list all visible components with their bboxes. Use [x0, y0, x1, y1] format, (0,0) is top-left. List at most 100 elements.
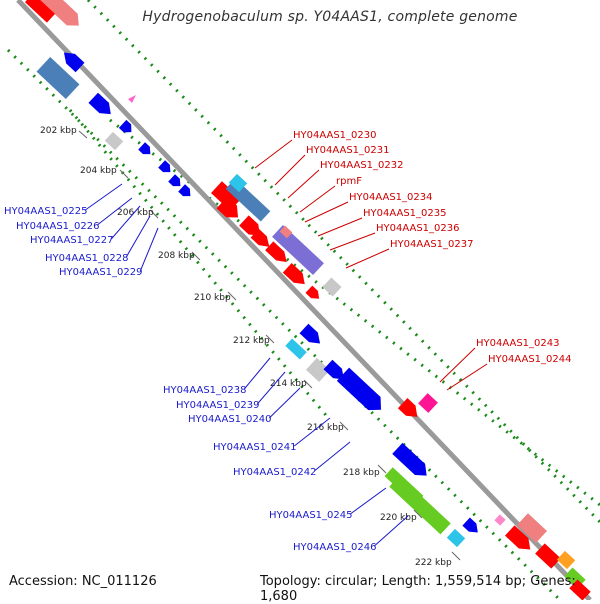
forward-feature-7	[239, 215, 261, 236]
forward-feature-16	[418, 393, 438, 413]
reverse-gene-label-9: HY04AAS1_0241	[213, 442, 296, 453]
forward-feature-20	[556, 550, 576, 570]
forward-feature-9	[265, 241, 287, 263]
reverse-feature-19	[462, 517, 478, 533]
tick-label-2: 204 kbp	[80, 166, 117, 176]
tick-mark-3	[149, 209, 159, 219]
forward-label-line-8	[345, 248, 390, 269]
reverse-gene-label-10: HY04AAS1_0242	[233, 467, 316, 478]
forward-feature-18	[517, 513, 547, 543]
reverse-gene-label-8: HY04AAS1_0240	[188, 414, 271, 425]
tick-mark-8	[339, 421, 349, 431]
forward-gene-label-8: HY04AAS1_0237	[390, 239, 473, 250]
reverse-feature-14	[336, 367, 382, 411]
tick-mark-2	[119, 169, 129, 179]
tick-label-1: 202 kbp	[40, 126, 77, 136]
forward-feature-2	[24, 0, 56, 23]
forward-feature-19	[535, 543, 561, 569]
reverse-gene-label-6: HY04AAS1_0238	[163, 385, 246, 396]
forward-gene-label-6: HY04AAS1_0235	[363, 208, 446, 219]
tick-label-11: 222 kbp	[415, 558, 452, 568]
forward-label-line-1	[254, 139, 293, 169]
tick-mark-11	[451, 551, 461, 561]
tick-label-6: 212 kbp	[233, 336, 270, 346]
reverse-feature-8	[168, 174, 181, 187]
tick-label-9: 218 kbp	[343, 468, 380, 478]
forward-gene-label-7: HY04AAS1_0236	[376, 223, 459, 234]
reverse-label-line-4	[125, 215, 151, 258]
forward-feature-6	[216, 196, 239, 218]
small-pink-marker	[128, 95, 136, 103]
tick-mark-9	[377, 464, 387, 474]
reverse-label-line-7	[256, 371, 286, 405]
reverse-feature-6	[138, 142, 151, 155]
forward-feature-12	[282, 263, 305, 285]
forward-feature-5	[228, 173, 248, 193]
forward-gene-label-10: HY04AAS1_0244	[488, 354, 571, 365]
reverse-label-line-6	[243, 357, 271, 390]
reverse-feature-1	[36, 57, 80, 99]
reverse-feature-13	[323, 359, 345, 380]
forward-feature-8	[250, 228, 270, 247]
reverse-feature-17	[384, 467, 424, 505]
tick-label-8: 216 kbp	[307, 423, 344, 433]
forward-gene-label-4: rpmF	[336, 176, 362, 187]
reverse-gene-label-2: HY04AAS1_0226	[16, 221, 99, 232]
tick-label-5: 210 kbp	[194, 293, 231, 303]
accession-text: Accession: NC_011126	[9, 574, 157, 589]
reverse-feature-9	[178, 184, 191, 197]
forward-feature-1	[39, 0, 79, 26]
reverse-label-line-12	[373, 515, 409, 547]
tick-label-7: 214 kbp	[270, 379, 307, 389]
forward-feature-13	[305, 285, 320, 299]
forward-gene-label-2: HY04AAS1_0231	[306, 145, 389, 156]
tick-mark-5	[227, 291, 237, 301]
reverse-label-line-9	[293, 417, 331, 447]
reverse-gene-label-11: HY04AAS1_0245	[269, 510, 352, 521]
forward-feature-15	[397, 398, 418, 417]
reverse-gene-label-4: HY04AAS1_0228	[45, 253, 128, 264]
forward-feature-22	[569, 579, 591, 601]
reverse-feature-7	[158, 160, 171, 173]
forward-label-line-7	[329, 232, 376, 251]
reverse-feature-2	[63, 52, 85, 73]
forward-feature-17	[504, 525, 531, 550]
reverse-gene-label-3: HY04AAS1_0227	[30, 235, 113, 246]
forward-feature-23	[494, 514, 506, 526]
outer-ring-dots-lower	[6, 48, 562, 602]
forward-gene-label-3: HY04AAS1_0232	[320, 160, 403, 171]
outer-ring-dots-upper	[86, 0, 600, 524]
reverse-feature-18	[446, 528, 466, 548]
forward-gene-label-1: HY04AAS1_0230	[293, 130, 376, 141]
reverse-feature-4	[104, 131, 124, 151]
tick-mark-1	[78, 130, 88, 139]
reverse-label-line-10	[313, 441, 351, 472]
tick-mark-7	[303, 379, 313, 389]
tick-label-4: 208 kbp	[158, 251, 195, 261]
tick-mark-4	[191, 251, 201, 261]
reverse-feature-10	[285, 338, 307, 360]
reverse-label-line-3	[110, 205, 141, 240]
forward-label-line-5	[304, 201, 349, 223]
forward-label-line-4	[299, 185, 336, 213]
tick-mark-6	[265, 334, 275, 344]
reverse-label-line-11	[350, 487, 387, 515]
forward-label-line-10	[446, 363, 488, 391]
forward-gene-label-9: HY04AAS1_0243	[476, 338, 559, 349]
forward-feature-14	[322, 277, 342, 297]
reverse-gene-label-12: HY04AAS1_0246	[293, 542, 376, 553]
reverse-gene-label-5: HY04AAS1_0229	[59, 267, 142, 278]
reverse-label-line-8	[268, 387, 301, 419]
reverse-gene-label-7: HY04AAS1_0239	[176, 400, 259, 411]
map-title: Hydrogenobaculum sp. Y04AAS1, complete g…	[142, 9, 518, 25]
reverse-feature-11	[299, 323, 321, 344]
forward-label-line-3	[287, 169, 320, 199]
reverse-feature-5	[118, 119, 132, 133]
tick-label-10: 220 kbp	[380, 513, 417, 523]
tick-label-3: 206 kbp	[117, 208, 154, 218]
reverse-gene-label-1: HY04AAS1_0225	[4, 206, 87, 217]
forward-feature-10	[272, 225, 324, 275]
tick-mark-10	[413, 509, 423, 519]
